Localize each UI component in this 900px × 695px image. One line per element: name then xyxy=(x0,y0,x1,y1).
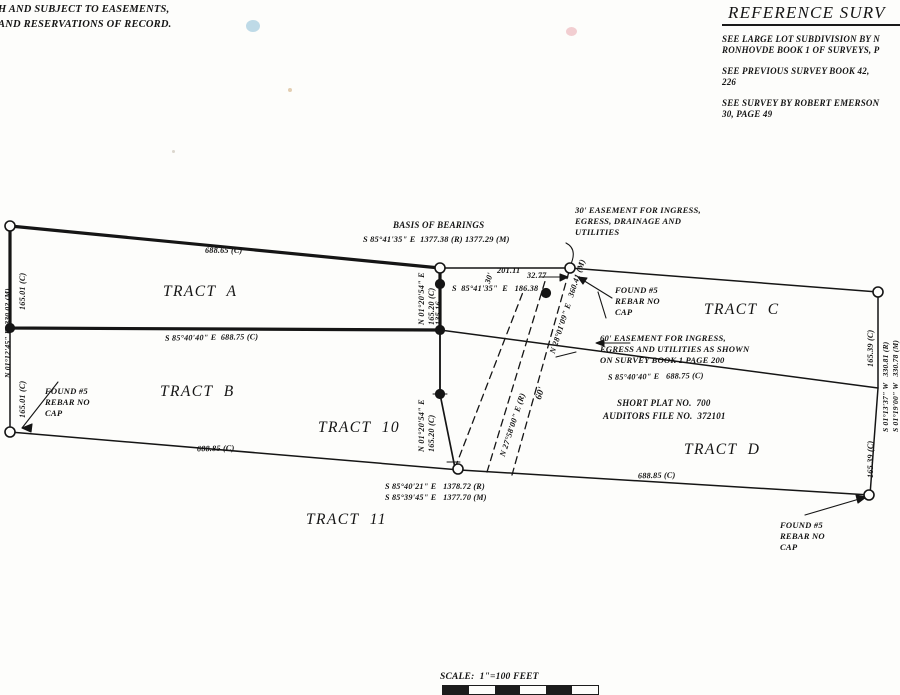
dim-right-lower: 165.39 (C) xyxy=(866,440,875,478)
east-boundary xyxy=(869,291,879,496)
dim-center-lower: N 01°20'54" E 165.20 (C) xyxy=(417,399,437,452)
easement-60-line-east xyxy=(511,267,571,476)
dim-3277-arrowhead xyxy=(559,273,569,282)
dim-bottom-right: 688.85 (C) xyxy=(637,470,676,481)
scale-bar-segment xyxy=(443,686,469,694)
scale-label: SCALE: 1"=100 FEET xyxy=(440,672,539,682)
reference-item-1: RONHOVDE BOOK 1 OF SURVEYS, P xyxy=(722,45,880,55)
dim-tract-c-bottom: S 85°40'40" E 688.75 (C) xyxy=(607,371,704,382)
monument-open-se xyxy=(863,489,875,501)
found-rebar-leader-right xyxy=(804,496,867,516)
tract-c-label: TRACT C xyxy=(704,301,780,318)
center-vertical xyxy=(439,267,456,469)
tract-a-label: TRACT A xyxy=(163,283,238,300)
tract-b-bottom-line xyxy=(9,431,461,471)
scale-bar xyxy=(442,685,599,695)
monument-open-bottom-center xyxy=(452,463,464,475)
reference-item-5: 30, PAGE 49 xyxy=(722,109,773,119)
dim-tract-b-top: S 85°40'40" E 688.75 (C) xyxy=(164,332,259,343)
monument-open-sw xyxy=(4,426,16,438)
reference-item-4: SEE SURVEY BY ROBERT EMERSON xyxy=(722,98,880,108)
found-rebar-note-center: FOUND #5 REBAR NO CAP xyxy=(615,285,660,317)
paper-speck xyxy=(172,150,175,153)
auditors-file-number: AUDITORS FILE NO. 372101 xyxy=(603,411,726,421)
dim-right-total-record: S 01°13'37" W 330.81 (R) xyxy=(881,341,890,432)
found-rebar-arrow-right xyxy=(855,494,867,504)
dim-right-upper: 165.39 (C) xyxy=(866,329,875,367)
width-60-arrowhead xyxy=(595,339,605,347)
dim-135-16: 135.16 xyxy=(434,301,443,325)
reference-title-underline xyxy=(722,24,900,26)
found-rebar-arrow-left xyxy=(21,423,33,433)
easement-60-line-west xyxy=(454,291,524,469)
tract-b-label: TRACT B xyxy=(160,383,235,400)
dim-bottom-bearing-measured: S 85°39'45" E 1377.70 (M) xyxy=(385,493,487,502)
tract-c-d-divider xyxy=(439,329,879,389)
dim-bottom-left: 688.85 (C) xyxy=(196,443,235,454)
reference-item-3: 226 xyxy=(722,77,737,87)
found-rebar-note-left: FOUND #5 REBAR NO CAP xyxy=(45,386,90,418)
scale-bar-segment xyxy=(469,686,495,694)
tract-d-label: TRACT D xyxy=(684,441,761,458)
easement-60-leader xyxy=(555,351,577,358)
reference-surveys-title: REFERENCE SURV xyxy=(728,3,886,22)
monument-open-ne xyxy=(872,286,884,298)
scale-bar-segment xyxy=(520,686,546,694)
monument-filled-center-upper xyxy=(434,278,446,290)
easement-30-note: 30' EASEMENT FOR INGRESS, EGRESS, DRAINA… xyxy=(575,205,701,237)
monument-open-nw xyxy=(4,220,16,232)
dim-186-38: S 85°41'35" E 186.38 xyxy=(452,284,539,293)
dim-right-total-measured: S 01°19'00" W 330.78 (M) xyxy=(891,339,900,432)
basis-of-bearings-title: BASIS OF BEARINGS xyxy=(393,220,485,230)
dim-bottom-bearing-record: S 85°40'21" E 1378.72 (R) xyxy=(385,482,485,491)
tract-11-label: TRACT 11 xyxy=(306,511,387,528)
reference-item-2: SEE PREVIOUS SURVEY BOOK 42, xyxy=(722,66,870,76)
scale-bar-segment xyxy=(546,686,573,694)
found-rebar-note-right: FOUND #5 REBAR NO CAP xyxy=(780,520,825,552)
paper-speck xyxy=(566,27,577,36)
easement-30-line xyxy=(486,277,547,473)
dim-201-11: 201.11 xyxy=(497,266,521,275)
monument-filled-easement xyxy=(540,287,552,299)
paper-speck xyxy=(288,88,292,92)
tract-10-label: TRACT 10 xyxy=(318,419,401,436)
monument-filled-center-mid xyxy=(434,324,446,336)
monument-open-easement-top xyxy=(564,262,576,274)
monument-filled-west-mid xyxy=(4,322,16,334)
basis-of-bearings-value: S 85°41'35" E 1377.38 (R) 1377.29 (M) xyxy=(363,235,510,244)
header-note-line2: AND RESERVATIONS OF RECORD. xyxy=(0,19,172,30)
dim-top-tract-a: 688.65 (C) xyxy=(205,246,243,255)
dim-32-77: 32.77 xyxy=(527,271,547,280)
scale-bar-segment xyxy=(572,686,598,694)
paper-speck xyxy=(246,20,260,32)
scale-bar-segment xyxy=(494,686,521,694)
found-rebar-arrow-center xyxy=(577,276,588,285)
found-rebar-tick-center xyxy=(597,291,607,319)
south-boundary xyxy=(459,469,871,496)
dim-left-upper: 165.01 (C) xyxy=(18,272,27,310)
short-plat-number: SHORT PLAT NO. 700 xyxy=(617,398,711,408)
dim-left-lower: 165.01 (C) xyxy=(18,380,27,418)
monument-open-top-center xyxy=(434,262,446,274)
header-note-line1: H AND SUBJECT TO EASEMENTS, xyxy=(0,4,170,15)
found-rebar-leader-left xyxy=(21,381,59,429)
easement-60-note: 60' EASEMENT FOR INGRESS, EGRESS AND UTI… xyxy=(600,333,750,365)
reference-item-0: SEE LARGE LOT SUBDIVISION BY N xyxy=(722,34,880,44)
dim-left-total: N 01°12'45" E 330.02 (M) xyxy=(3,288,12,378)
